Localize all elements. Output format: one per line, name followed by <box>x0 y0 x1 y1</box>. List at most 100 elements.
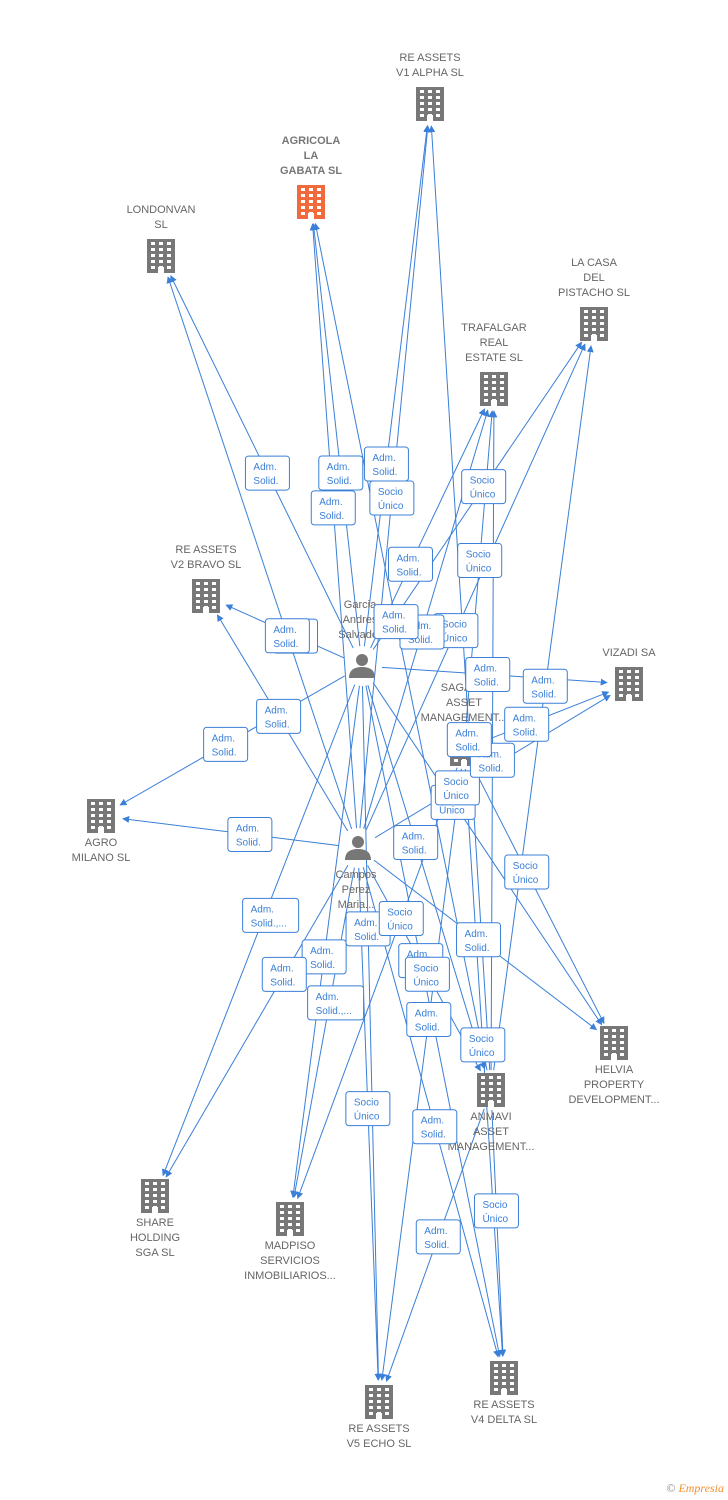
relation-label[interactable]: Adm.Solid. <box>456 922 502 958</box>
relation-edge <box>166 276 353 830</box>
company-node-vizadi[interactable]: VIZADI SA <box>602 647 656 701</box>
relation-label[interactable]: Adm.Solid. <box>412 1109 458 1145</box>
company-node-helvia[interactable]: HELVIAPROPERTYDEVELOPMENT... <box>568 1026 660 1106</box>
relation-label[interactable]: Adm.Solid. <box>522 668 568 704</box>
relation-label[interactable]: Adm.Solid. <box>387 546 433 582</box>
footer-brand[interactable]: © Empresia <box>666 1481 724 1496</box>
relation-label[interactable]: Adm.Solid. <box>318 455 364 491</box>
building-icon <box>87 799 115 833</box>
relation-label-text: Único <box>469 1046 495 1059</box>
company-name-line: VIZADI SA <box>602 647 656 659</box>
building-icon <box>365 1385 393 1419</box>
company-name-line: PISTACHO SL <box>558 287 630 299</box>
relation-label-text: Único <box>354 1110 380 1123</box>
company-name-line: LONDONVAN <box>127 204 196 216</box>
company-name-line: INMOBILIARIOS... <box>244 1270 336 1282</box>
company-name-line: ANMAVI <box>470 1111 511 1123</box>
relation-label[interactable]: Adm.Solid. <box>446 722 492 758</box>
relation-label-text: Único <box>413 975 439 988</box>
relation-label[interactable]: Adm.Solid. <box>310 490 356 526</box>
relation-label-text: Socio <box>442 620 467 631</box>
company-name-line: ASSET <box>473 1126 509 1138</box>
company-name-line: V5 ECHO SL <box>347 1438 412 1450</box>
company-name-line: LA <box>304 150 319 162</box>
relation-label-text: Solid. <box>265 719 290 730</box>
relation-label-text: Adm. <box>310 946 333 957</box>
relation-label[interactable]: Adm.Solid. <box>264 618 310 654</box>
company-node-madpiso[interactable]: MADPISOSERVICIOSINMOBILIARIOS... <box>244 1202 336 1282</box>
relation-label[interactable]: Adm.Solid. <box>465 656 511 692</box>
person-name-line: Salvador <box>338 629 382 641</box>
copyright-symbol: © <box>666 1481 676 1495</box>
relation-label[interactable]: Adm.Solid. <box>227 817 273 853</box>
relation-label-text: Adm. <box>236 824 259 835</box>
company-name-line: ESTATE SL <box>465 352 523 364</box>
company-name-line: DEVELOPMENT... <box>568 1094 659 1106</box>
relation-label-text: Solid. <box>474 677 499 688</box>
relation-label[interactable]: Adm.Solid. <box>244 455 290 491</box>
relation-label[interactable]: Adm. Solid. <box>301 939 347 975</box>
company-name-line: ASSET <box>446 697 482 709</box>
relation-label[interactable]: Adm.Solid. <box>256 698 302 734</box>
relation-label-text: Solid. <box>253 476 278 487</box>
relation-label[interactable]: Adm.Solid. <box>393 824 439 860</box>
relation-label-text: Socio <box>482 1200 507 1211</box>
relation-edge <box>165 865 349 1178</box>
relation-label[interactable]: Adm.Solid. <box>363 446 409 482</box>
relation-label[interactable]: Adm.Solid. <box>406 1001 452 1037</box>
company-name-line: V1 ALPHA SL <box>396 67 464 79</box>
relation-label-text: Solid.,... <box>251 918 287 929</box>
company-name-line: AGRICOLA <box>282 135 341 147</box>
building-icon <box>480 372 508 406</box>
relation-label-text: Socio <box>443 777 468 788</box>
company-name-line: PROPERTY <box>584 1079 645 1091</box>
relation-label[interactable]: Adm.Solid. <box>504 706 550 742</box>
relation-label-text: Adm. <box>372 453 395 464</box>
relation-edge <box>363 125 431 647</box>
relation-label[interactable]: Adm.Solid. <box>203 726 249 762</box>
relation-edge <box>491 1109 507 1357</box>
relation-label-text: Adm. <box>407 950 430 961</box>
company-name-line: MANAGEMENT... <box>448 1141 535 1153</box>
relation-label-text: Solid. <box>408 635 433 646</box>
building-icon <box>192 579 220 613</box>
person-icon <box>349 654 375 678</box>
person-name-line: Garcia <box>344 599 377 611</box>
relation-label-text: Solid. <box>310 960 335 971</box>
relation-label[interactable]: Adm.Solid. <box>415 1219 461 1255</box>
relation-label[interactable]: Adm.Solid.,... <box>242 897 300 933</box>
relation-label-text: Único <box>387 919 413 932</box>
relation-label-text: Solid. <box>415 1022 440 1033</box>
relation-edge <box>490 410 498 1071</box>
relation-label[interactable]: Adm.Solid. <box>373 604 419 640</box>
relation-label-text: Solid. <box>396 567 421 578</box>
relation-label[interactable]: Adm.Solid.,... <box>307 985 365 1021</box>
relation-label[interactable]: Adm.Solid. <box>261 956 307 992</box>
relation-label-text: Adm. <box>382 611 405 622</box>
company-node-anmavi[interactable]: ANMAVI ASSET MANAGEMENT... <box>448 1073 535 1153</box>
person-node-campos[interactable]: CamposPerezMaria... <box>336 836 377 911</box>
company-name-line: REAL <box>480 337 509 349</box>
